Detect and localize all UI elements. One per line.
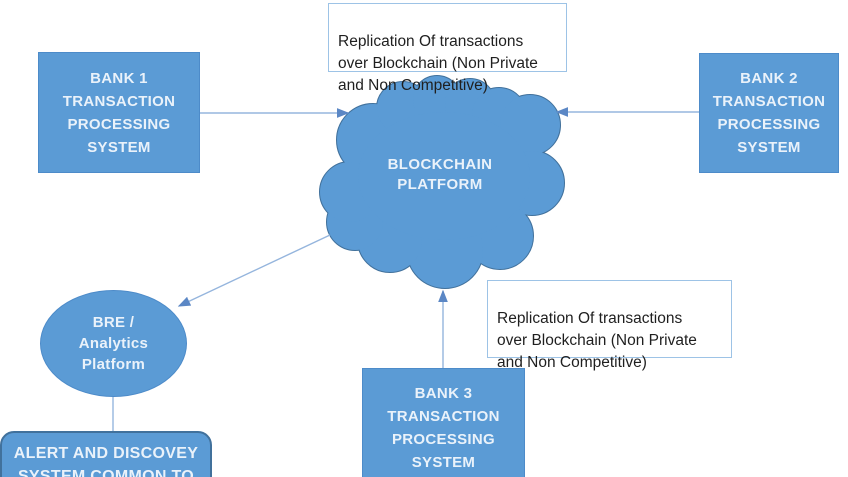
callout-top-replication-text: Replication Of transactions over Blockch… <box>338 33 538 94</box>
callout-right-replication: Replication Of transactions over Blockch… <box>487 280 732 371</box>
callout-top-replication: Replication Of transactions over Blockch… <box>328 3 567 94</box>
node-blockchain-platform-label: BLOCKCHAIN PLATFORM <box>387 156 493 193</box>
node-bank2-label: BANK 2 TRANSACTION PROCESSING SYSTEM <box>712 70 826 156</box>
node-bank1-label: BANK 1 TRANSACTION PROCESSING SYSTEM <box>62 69 176 156</box>
node-alert-discovery-label: ALERT AND DISCOVEY SYSTEM COMMON TO <box>13 445 199 477</box>
blockchain-cloud-shape <box>319 75 565 289</box>
node-bank3: BANK 3 TRANSACTION PROCESSING SYSTEM <box>362 368 525 477</box>
node-bank3-label: BANK 3 TRANSACTION PROCESSING SYSTEM <box>387 385 500 471</box>
node-bank1: BANK 1 TRANSACTION PROCESSING SYSTEM <box>38 52 200 173</box>
node-bank2: BANK 2 TRANSACTION PROCESSING SYSTEM <box>699 53 839 173</box>
callout-right-replication-text: Replication Of transactions over Blockch… <box>497 310 697 371</box>
node-alert-discovery: ALERT AND DISCOVEY SYSTEM COMMON TO <box>0 431 212 477</box>
connector-cloud-to-analytics <box>177 234 331 307</box>
node-bre-analytics-label: BRE / Analytics Platform <box>78 314 149 373</box>
node-bre-analytics: BRE / Analytics Platform <box>40 290 187 397</box>
